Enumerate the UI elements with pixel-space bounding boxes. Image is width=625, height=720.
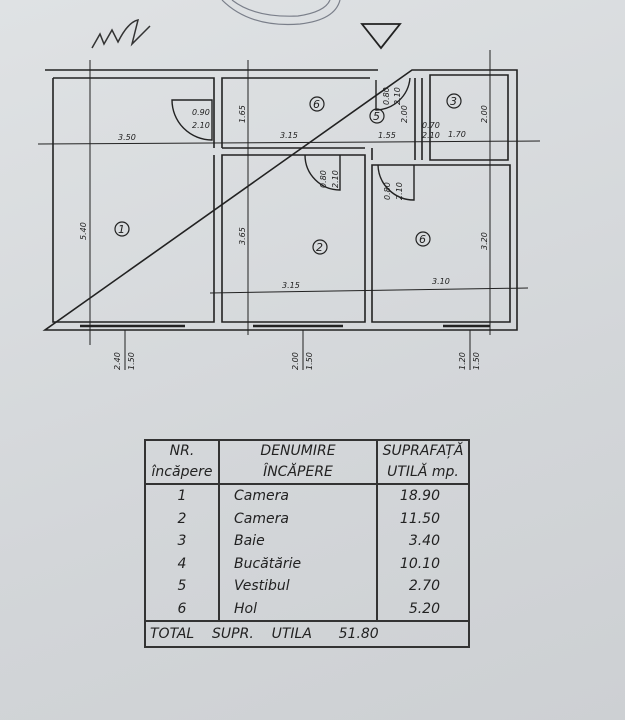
room-marker-1: 1 [118, 223, 125, 236]
dim-r4-width: 3.10 [432, 277, 450, 286]
row-nr: 1 [144, 484, 220, 508]
door-2-width: 0.80 [319, 170, 328, 188]
total-row: TOTAL SUPR. UTILA 51.80 [144, 620, 470, 647]
row-area: 18.90 [376, 484, 470, 508]
row-area: 5.20 [376, 597, 470, 621]
row-name: Hol [218, 597, 378, 621]
header-name: DENUMIRE ÎNCĂPERE [218, 440, 378, 485]
dim-r1-width: 3.50 [118, 133, 136, 142]
header-nr-line1: NR. [169, 443, 195, 459]
dim-vest-length: 2.00 [400, 105, 409, 123]
door-swings [171, 77, 415, 201]
walls [42, 69, 518, 331]
row-nr: 2 [144, 507, 220, 530]
door-4-width: 0.80 [383, 182, 392, 200]
total-cell: TOTAL SUPR. UTILA 51.80 [144, 620, 470, 647]
row-name: Bucătărie [218, 552, 378, 575]
room-marker-5: 5 [373, 110, 380, 123]
dim-r4-length: 3.20 [480, 232, 489, 250]
window-3-width: 1.20 [458, 352, 467, 370]
room-marker-kitchen: 6 [419, 233, 426, 246]
dim-r1-length: 5.40 [79, 222, 88, 240]
row-name: Baie [218, 530, 378, 553]
row-area: 11.50 [376, 507, 470, 530]
header-name-line2: ÎNCĂPERE [263, 464, 333, 480]
room-area-table: NR. încăpere DENUMIRE ÎNCĂPERE SUPRAFAȚĂ UT… [144, 439, 470, 648]
header-name-line1: DENUMIRE [260, 443, 336, 459]
dimension-lines [37, 50, 541, 370]
dim-vest-width: 1.55 [378, 131, 396, 140]
header-area-line1: SUPRAFAȚĂ [382, 443, 464, 459]
door-1-width: 0.90 [192, 108, 210, 117]
door-3-width: 0.70 [422, 121, 440, 130]
window-2-height: 1.50 [305, 352, 314, 370]
window-2-width: 2.00 [291, 352, 300, 370]
dim-bath-length: 2.00 [480, 105, 489, 123]
dim-hol-length: 1.65 [238, 105, 247, 123]
north-arrow [360, 23, 402, 50]
total-value: 51.80 [338, 626, 379, 642]
header-area-line2: UTILĂ mp. [387, 464, 459, 480]
row-name: Vestibul [218, 575, 378, 598]
door-5-width: 0.80 [382, 87, 391, 105]
room-marker-3: 3 [450, 95, 457, 108]
row-nr: 5 [144, 575, 220, 598]
room-markers [114, 93, 462, 255]
door-5-height: 2.10 [393, 87, 402, 105]
row-nr: 3 [144, 530, 220, 553]
room-marker-6-hol: 6 [313, 98, 320, 111]
header-area: SUPRAFAȚĂ UTILĂ mp. [376, 440, 470, 485]
row-nr: 6 [144, 597, 220, 621]
room-marker-2: 2 [316, 241, 323, 254]
dim-hol-width: 3.15 [280, 131, 298, 140]
total-label-utila: UTILA [271, 626, 312, 642]
signature [91, 19, 151, 49]
total-label: TOTAL [150, 626, 195, 642]
door-3-height: 2.10 [422, 131, 440, 140]
total-label-supr: SUPR. [212, 626, 254, 642]
row-area: 10.10 [376, 552, 470, 575]
window-3-height: 1.50 [472, 352, 481, 370]
door-4-height: 2.10 [395, 182, 404, 200]
row-area: 3.40 [376, 530, 470, 553]
dim-bath-width: 1.70 [448, 130, 466, 139]
dim-r2-length: 3.65 [238, 227, 247, 245]
row-nr: 4 [144, 552, 220, 575]
door-1-height: 2.10 [192, 121, 210, 130]
window-1-width: 2.40 [113, 352, 122, 370]
door-2-height: 2.10 [331, 170, 340, 188]
stamp [221, 0, 341, 26]
dim-r2-width: 3.15 [282, 281, 300, 290]
row-name: Camera [218, 484, 378, 508]
header-nr-line2: încăpere [151, 464, 213, 480]
header-nr: NR. încăpere [144, 440, 220, 485]
window-1-height: 1.50 [127, 352, 136, 370]
row-area: 2.70 [376, 575, 470, 598]
row-name: Camera [218, 507, 378, 530]
table-header: NR. încăpere DENUMIRE ÎNCĂPERE SUPRAFAȚĂ UT… [144, 440, 470, 485]
